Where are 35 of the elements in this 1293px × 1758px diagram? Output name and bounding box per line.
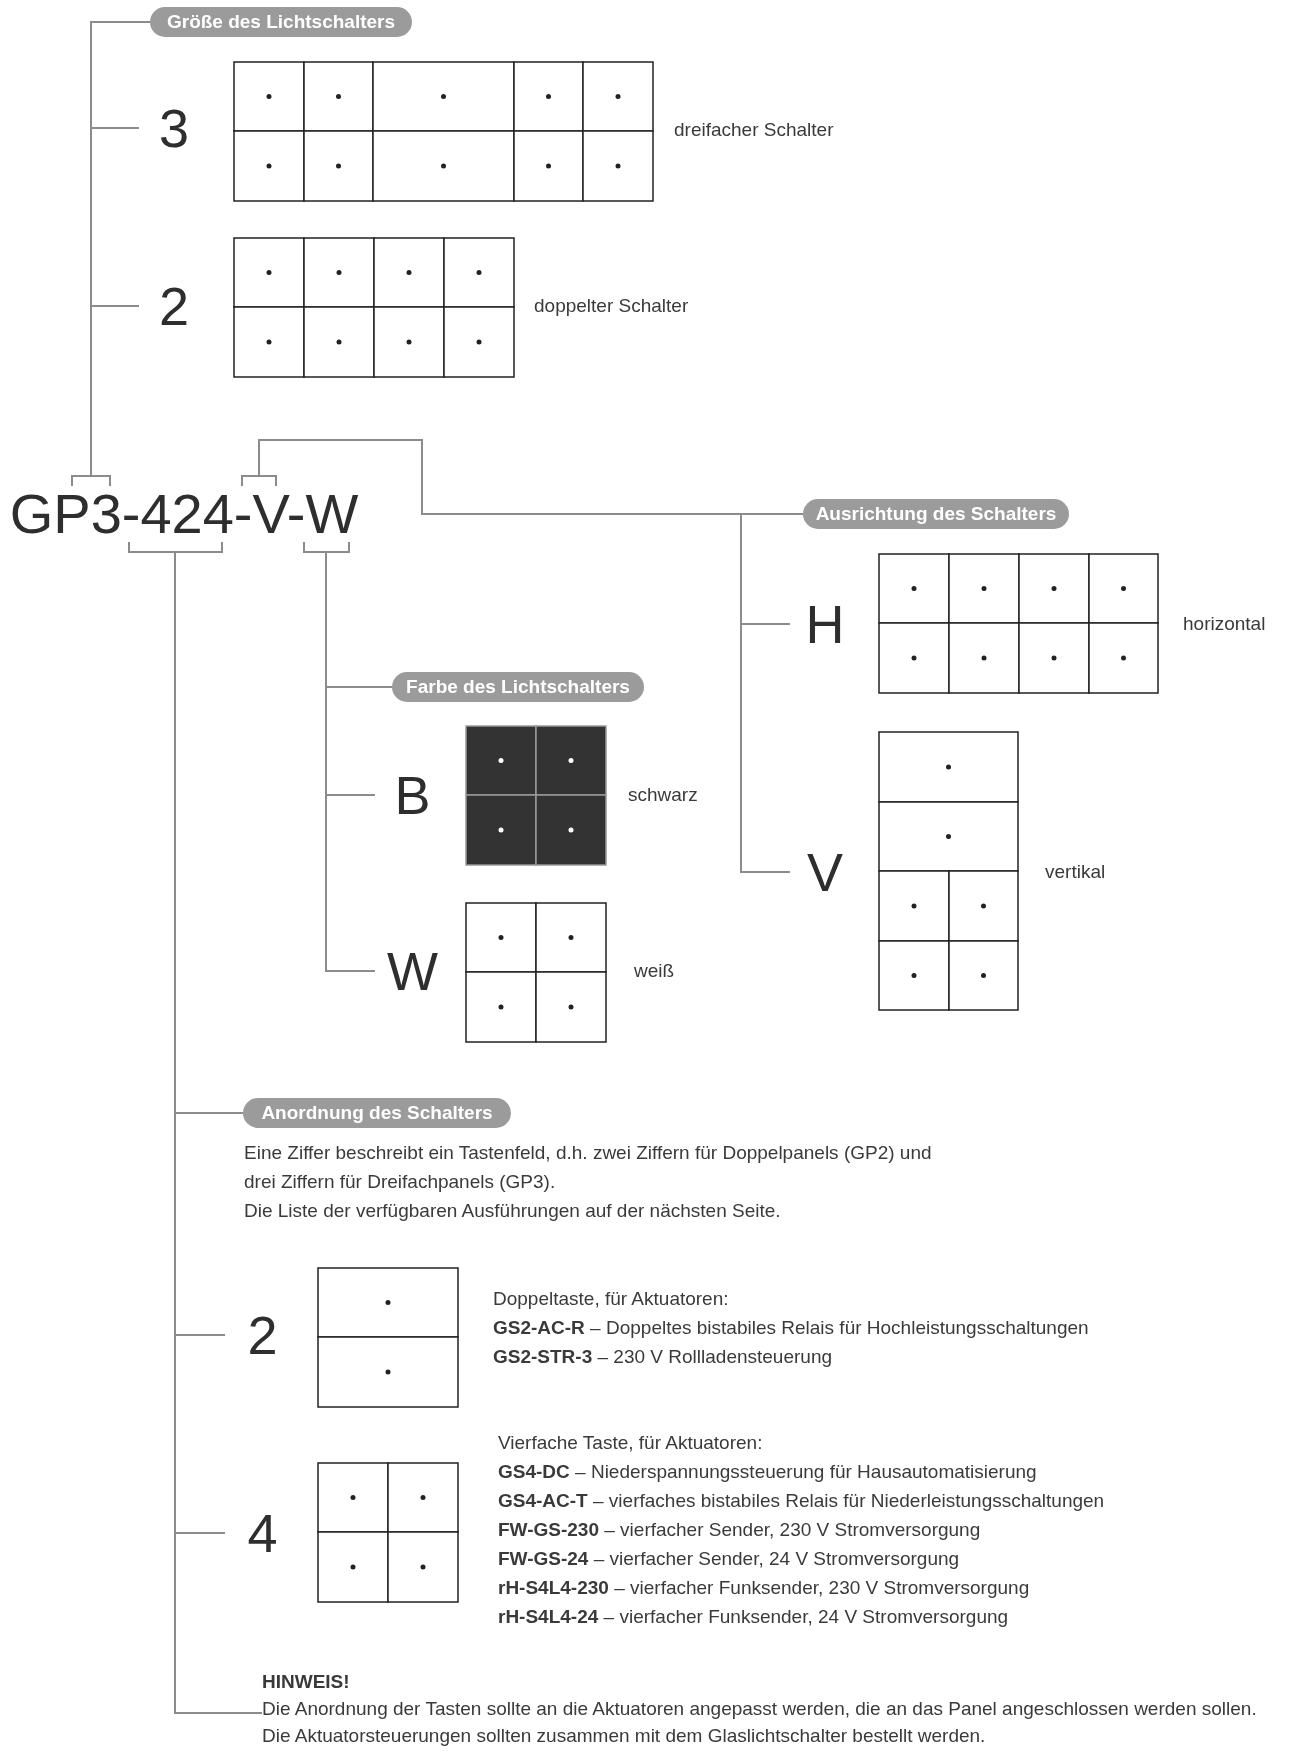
- note-text: Die Anordnung der Tasten sollte an die Aktuatoren angepasst werden, die an das Panel angeschlossen werden sollen. Die Aktuatorsteuerungen sollten zusammen mit dem Glaslichtschalter bestellt werden.: [262, 1697, 1258, 1748]
- category-pill: Farbe des Lichtschalters: [392, 672, 644, 702]
- option-description: GS4-AC-T – vierfaches bistabiles Relais für Niederleistungsschaltungen: [498, 1489, 1105, 1513]
- connector-line: [258, 439, 791, 873]
- option-description: GS4-DC – Niederspannungssteuerung für Hausautomatisierung: [498, 1460, 1037, 1484]
- connector-line: [90, 305, 140, 477]
- option-description: schwarz: [628, 783, 698, 807]
- category-pill: Anordnung des Schalters: [243, 1098, 511, 1128]
- option-description: doppelter Schalter: [534, 294, 689, 318]
- option-code: 3: [139, 100, 209, 156]
- option-code: 4: [225, 1505, 300, 1561]
- option-description: weiß: [634, 959, 675, 983]
- option-description: rH-S4L4-24 – vierfacher Funksender, 24 V Stromversorgung: [498, 1605, 1009, 1629]
- category-pill: Größe des Lichtschalters: [150, 7, 412, 37]
- option-code: H: [790, 596, 860, 652]
- option-description: GS2-AC-R – Doppeltes bistabiles Relais für Hochleistungsschaltungen: [493, 1316, 1089, 1340]
- note-heading: HINWEIS!: [262, 1670, 351, 1694]
- option-code: V: [790, 844, 860, 900]
- description-text: Die Liste der verfügbaren Ausführungen auf der nächsten Seite.: [244, 1199, 782, 1223]
- option-code: 2: [225, 1307, 300, 1363]
- option-description: Vierfache Taste, für Aktuatoren:: [498, 1431, 763, 1455]
- option-code: B: [375, 767, 450, 823]
- option-description: GS2-STR-3 – 230 V Rollladensteuerung: [493, 1345, 833, 1369]
- option-code: 2: [139, 278, 209, 334]
- option-description: horizontal: [1183, 612, 1266, 636]
- option-code: W: [375, 943, 450, 999]
- option-description: rH-S4L4-230 – vierfacher Funksender, 230 V Stromversorgung: [498, 1576, 1030, 1600]
- option-description: dreifacher Schalter: [674, 118, 834, 142]
- option-description: FW-GS-24 – vierfacher Sender, 24 V Stromversorgung: [498, 1547, 960, 1571]
- option-description: vertikal: [1045, 860, 1106, 884]
- option-description: FW-GS-230 – vierfacher Sender, 230 V Stromversorgung: [498, 1518, 981, 1542]
- description-text: Eine Ziffer beschreibt ein Tastenfeld, d.h. zwei Ziffern für Doppelpanels (GP2) und drei Ziffern für Dreifachpanels (GP3).: [244, 1141, 933, 1194]
- order-code: GP3-424-V-W: [6, 476, 362, 552]
- option-description: Doppeltaste, für Aktuatoren:: [493, 1287, 729, 1311]
- category-pill: Ausrichtung des Schalters: [803, 499, 1069, 529]
